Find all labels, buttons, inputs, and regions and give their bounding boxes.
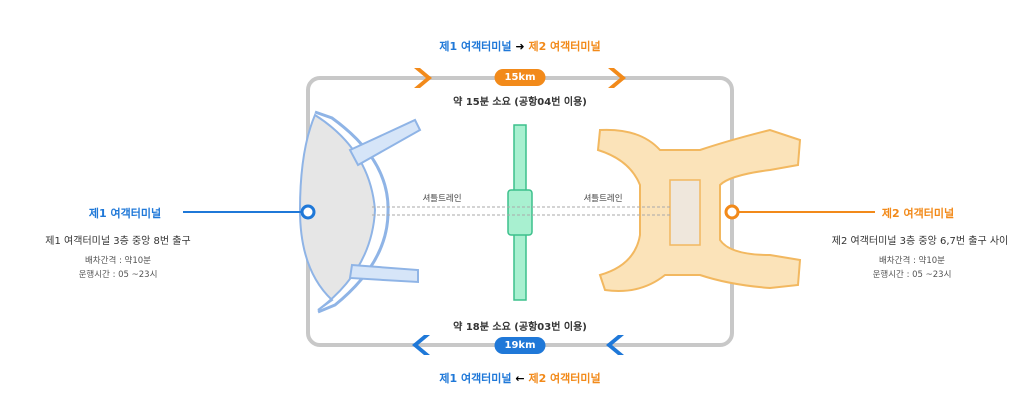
top-distance-badge: 15km bbox=[494, 69, 546, 86]
top-route-to: 제2 여객터미널 bbox=[528, 40, 601, 53]
arrow-right-icon: ➜ bbox=[515, 40, 525, 53]
terminal1-building bbox=[298, 110, 422, 314]
terminal2-building bbox=[596, 128, 802, 292]
terminal2-info: 배차간격 : 약10분 운행시간 : 05 ~23시 bbox=[873, 254, 952, 282]
bottom-route-duration: 약 18분 소요 (공항03번 이용) bbox=[453, 322, 587, 333]
shuttle-label-right: 셔틀트레인 bbox=[583, 194, 623, 204]
terminal1-interval: 배차간격 : 약10분 bbox=[84, 256, 152, 266]
bottom-route-to: 제2 여객터미널 bbox=[528, 372, 601, 385]
terminal2-hours: 운행시간 : 05 ~23시 bbox=[872, 270, 952, 280]
shuttle-label-left: 셔틀트레인 bbox=[422, 194, 462, 204]
terminal2-location: 제2 여객터미널 3층 중앙 6,7번 출구 사이 bbox=[831, 236, 1009, 247]
terminal1-name: 제1 여객터미널 bbox=[88, 207, 162, 220]
bottom-distance-badge: 19km bbox=[494, 337, 546, 354]
terminal1-stop-marker[interactable] bbox=[300, 204, 316, 220]
top-route-from: 제1 여객터미널 bbox=[439, 40, 512, 53]
terminal1-hours: 운행시간 : 05 ~23시 bbox=[78, 270, 158, 280]
chevron-left-icon bbox=[606, 335, 624, 355]
arrow-left-icon: ← bbox=[515, 372, 525, 385]
chevron-right-icon bbox=[608, 68, 626, 88]
chevron-left-icon bbox=[412, 335, 430, 355]
terminal2-interval: 배차간격 : 약10분 bbox=[878, 256, 946, 266]
terminal2-name: 제2 여객터미널 bbox=[881, 207, 955, 220]
top-route-duration: 약 15분 소요 (공항04번 이용) bbox=[453, 97, 587, 108]
bottom-route-title: 제1 여객터미널 ← 제2 여객터미널 bbox=[439, 370, 600, 386]
chevron-right-icon bbox=[414, 68, 432, 88]
terminal1-location: 제1 여객터미널 3층 중앙 8번 출구 bbox=[45, 236, 191, 247]
terminal2-stop-marker[interactable] bbox=[724, 204, 740, 220]
shuttle-train-track bbox=[507, 124, 533, 301]
terminal1-info: 배차간격 : 약10분 운행시간 : 05 ~23시 bbox=[79, 254, 158, 282]
top-route-title: 제1 여객터미널 ➜ 제2 여객터미널 bbox=[439, 38, 600, 54]
bottom-route-from: 제1 여객터미널 bbox=[439, 372, 512, 385]
